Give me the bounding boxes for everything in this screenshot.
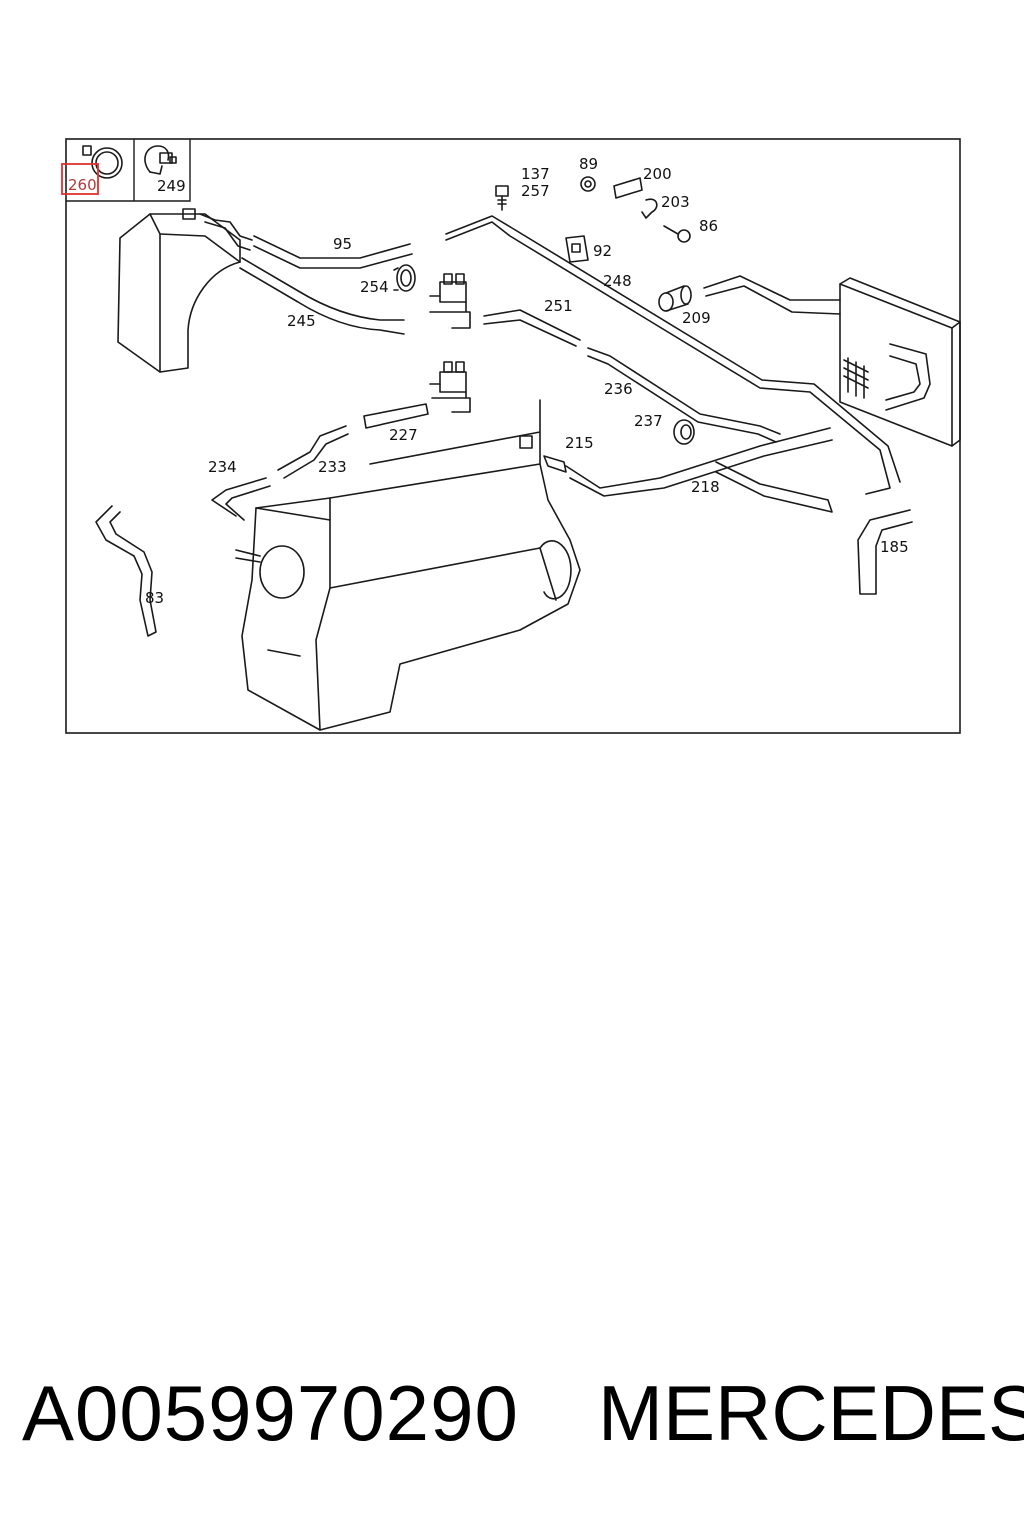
label-234: 234 bbox=[208, 458, 237, 476]
hose-218 bbox=[565, 427, 833, 513]
valve-upper-icon bbox=[429, 273, 471, 329]
label-86: 86 bbox=[699, 217, 718, 235]
grommet-237 bbox=[673, 419, 695, 445]
label-92: 92 bbox=[593, 242, 612, 260]
sleeve-200 bbox=[613, 177, 643, 199]
clip-203 bbox=[641, 198, 658, 219]
label-209: 209 bbox=[682, 309, 711, 327]
hose-227 bbox=[363, 403, 429, 429]
parts-diagram: 260 249 95 245 254 bbox=[61, 138, 961, 734]
connector-215 bbox=[519, 435, 567, 473]
hose-245 bbox=[239, 257, 405, 335]
label-203: 203 bbox=[661, 193, 690, 211]
hose-234 bbox=[211, 477, 271, 521]
label-218: 218 bbox=[691, 478, 720, 496]
label-245: 245 bbox=[287, 312, 316, 330]
nut-icon bbox=[580, 176, 596, 192]
bracket-icon bbox=[565, 235, 589, 263]
clip-icon bbox=[144, 145, 177, 175]
label-89: 89 bbox=[579, 155, 598, 173]
hose-83 bbox=[95, 505, 157, 637]
label-249: 249 bbox=[157, 177, 186, 195]
engine-block bbox=[235, 399, 581, 731]
part-number: A0059970290 bbox=[22, 1369, 519, 1457]
label-95: 95 bbox=[333, 235, 352, 253]
expansion-tank bbox=[117, 208, 253, 373]
hose-233 bbox=[277, 425, 349, 479]
hose-heater-upper bbox=[703, 275, 841, 315]
pipe-236 bbox=[587, 347, 781, 443]
inset-box bbox=[66, 139, 191, 202]
label-251: 251 bbox=[544, 297, 573, 315]
grommet-icon bbox=[393, 264, 416, 292]
brand-name: MERCEDES bbox=[598, 1369, 1024, 1457]
hose-clamp-icon[interactable] bbox=[82, 145, 123, 179]
label-237: 237 bbox=[634, 412, 663, 430]
label-137: 137 bbox=[521, 165, 550, 183]
valve-lower-icon bbox=[429, 361, 471, 413]
label-236: 236 bbox=[604, 380, 633, 398]
label-200: 200 bbox=[643, 165, 672, 183]
label-215: 215 bbox=[565, 434, 594, 452]
screw-icon bbox=[663, 225, 691, 243]
heater-core bbox=[839, 277, 961, 447]
hose-185 bbox=[857, 509, 913, 595]
label-260: 260 bbox=[68, 176, 97, 194]
label-248: 248 bbox=[603, 272, 632, 290]
pipe-251 bbox=[483, 309, 581, 347]
pipe-248 bbox=[445, 215, 901, 495]
bolt-icon bbox=[495, 185, 509, 211]
highlight-box bbox=[61, 163, 99, 195]
label-254: 254 bbox=[360, 278, 389, 296]
label-83: 83 bbox=[145, 589, 164, 607]
connector-209 bbox=[658, 285, 692, 312]
label-257: 257 bbox=[521, 182, 550, 200]
label-227: 227 bbox=[389, 426, 418, 444]
label-233: 233 bbox=[318, 458, 347, 476]
label-185: 185 bbox=[880, 538, 909, 556]
hose-95 bbox=[253, 235, 413, 269]
